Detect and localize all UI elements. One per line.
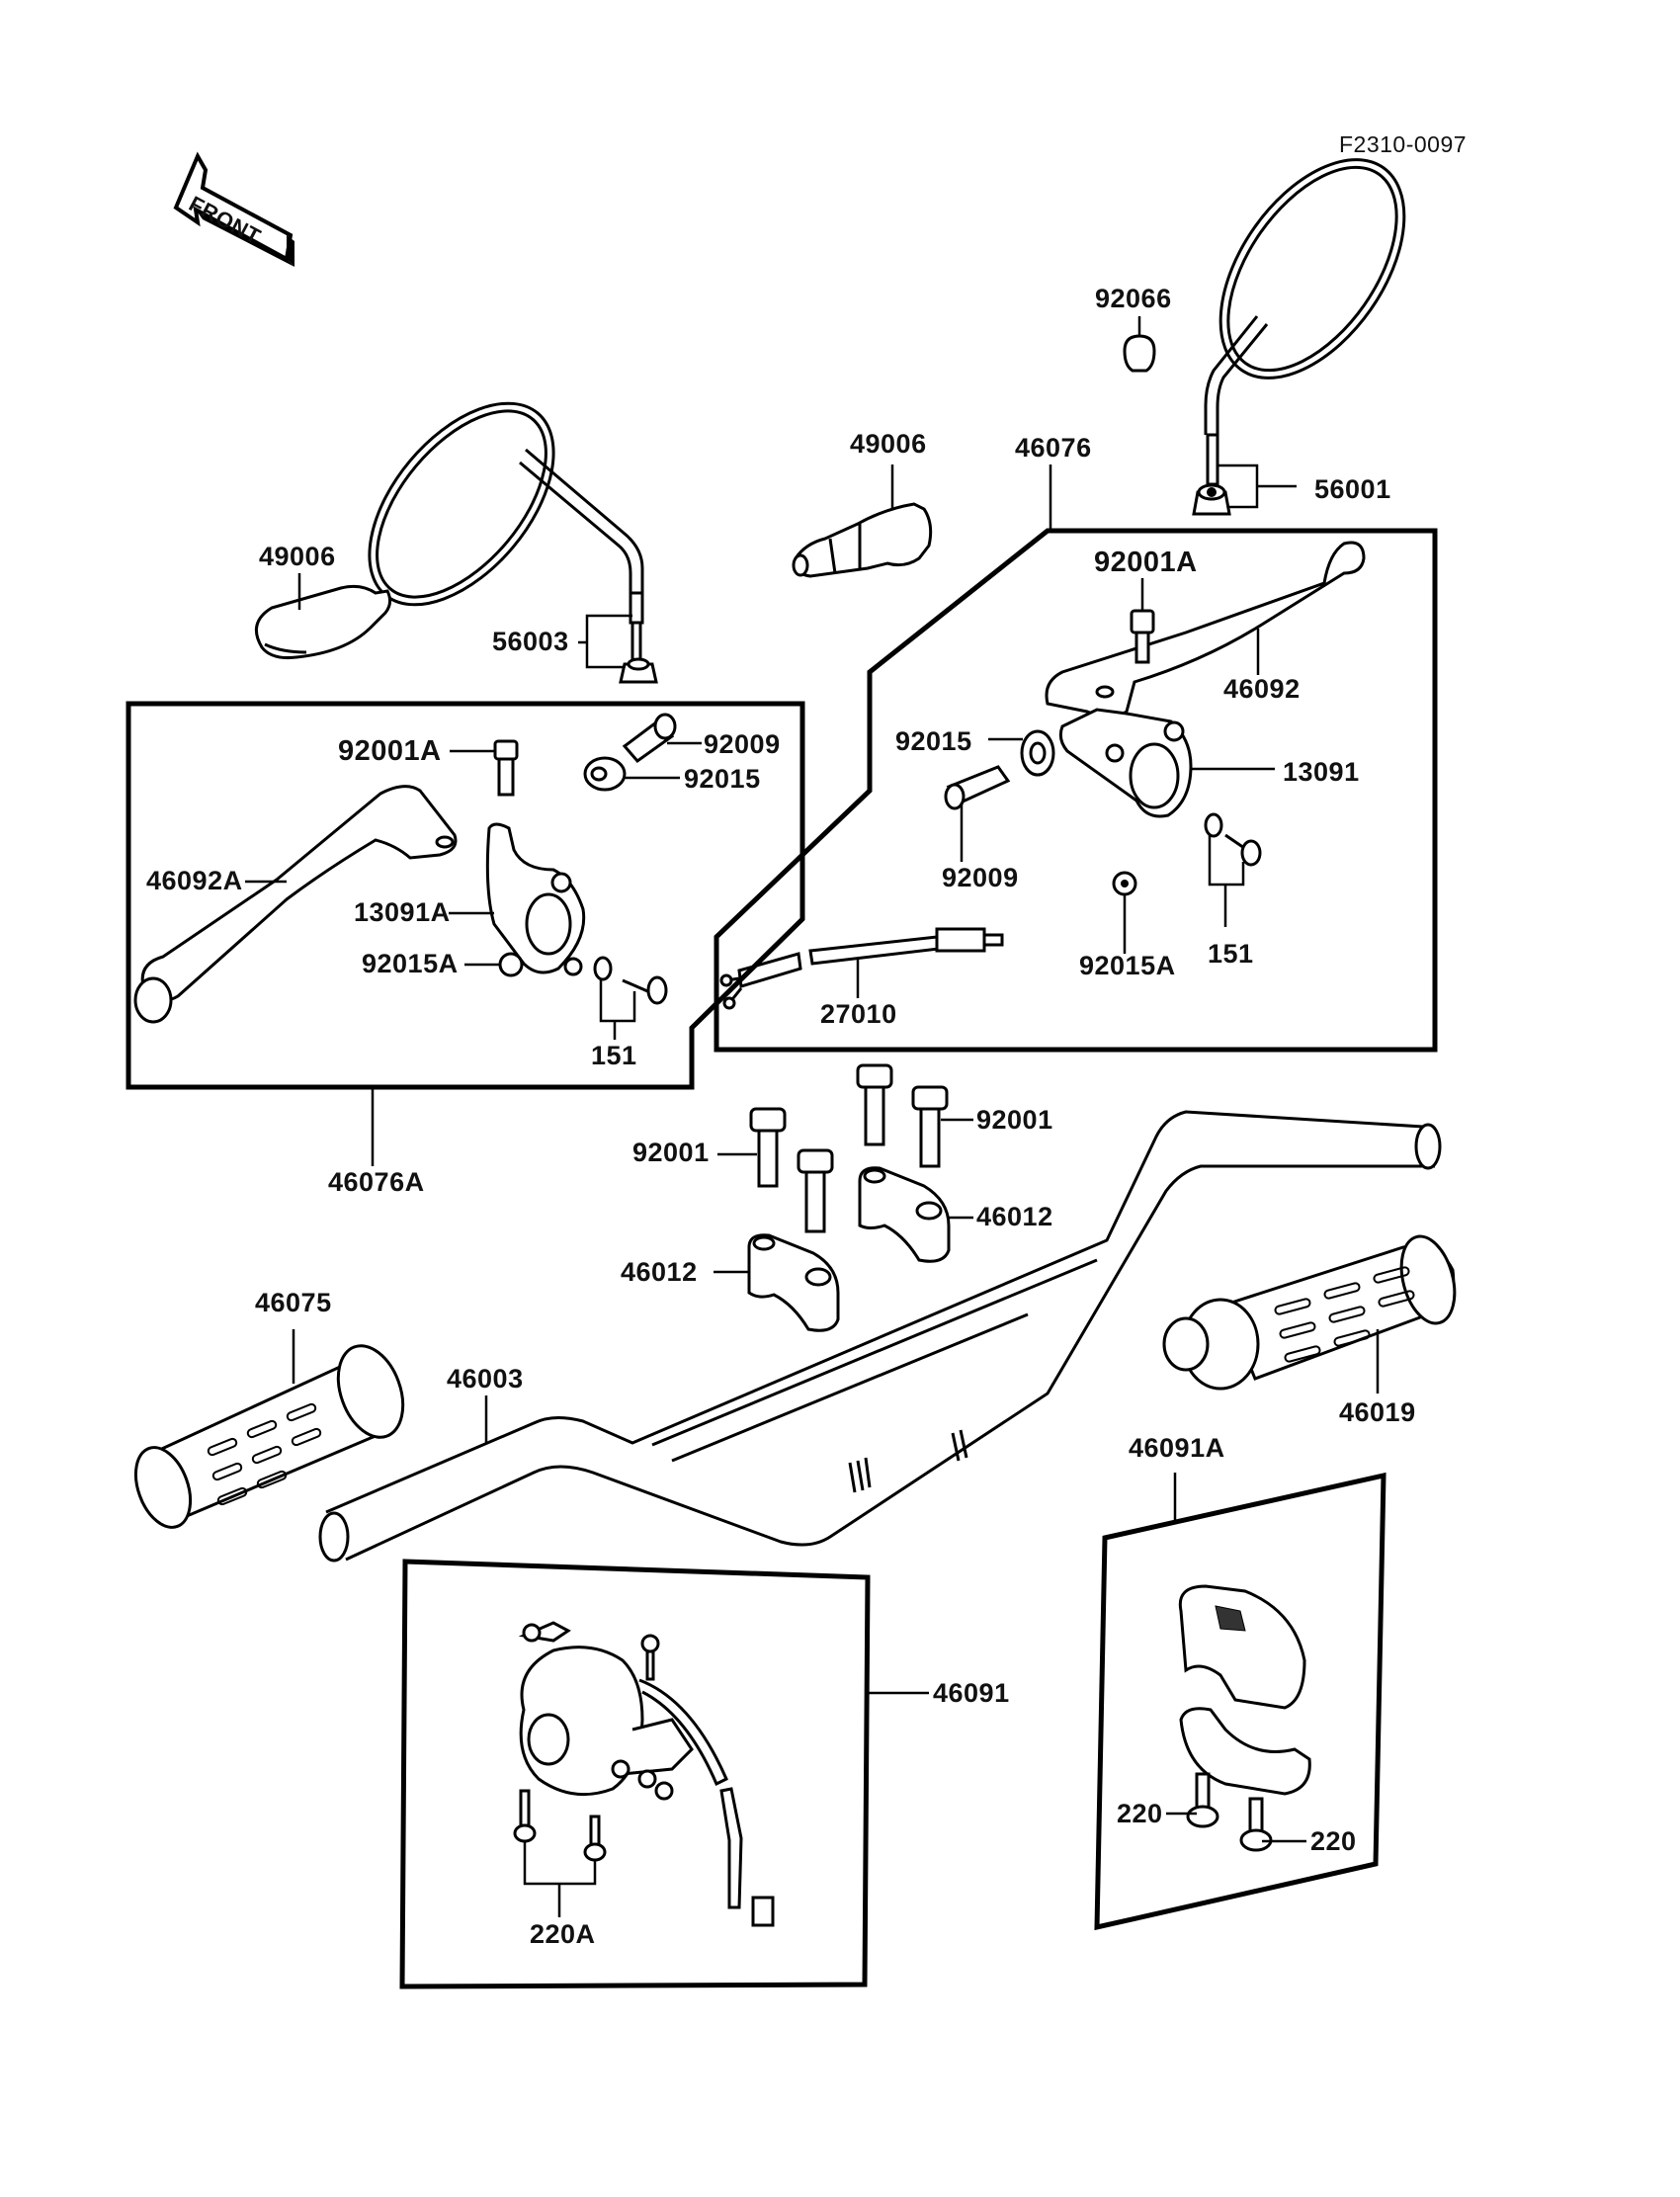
label-56003: 56003 bbox=[492, 627, 569, 656]
label-46076A: 46076A bbox=[328, 1167, 425, 1197]
switch-screw bbox=[1186, 1772, 1219, 1828]
switch-screw bbox=[583, 1815, 607, 1862]
left-mirror bbox=[368, 401, 644, 662]
right-handlebar-switch bbox=[1178, 1584, 1311, 1796]
label-46012-right: 46012 bbox=[976, 1202, 1053, 1231]
label-151-left: 151 bbox=[591, 1041, 637, 1070]
left-switch-assembly-box bbox=[399, 1559, 871, 1989]
label-92015A-right: 92015A bbox=[1079, 951, 1176, 980]
label-92015A-left: 92015A bbox=[362, 949, 459, 978]
label-46092A: 46092A bbox=[146, 866, 243, 895]
label-56001: 56001 bbox=[1314, 474, 1391, 504]
label-46091A: 46091A bbox=[1129, 1433, 1225, 1463]
right-winker-lens bbox=[792, 502, 933, 578]
upper-handlebar-holder bbox=[858, 1166, 951, 1263]
left-adjuster bbox=[622, 713, 677, 764]
left-lever-assembly-box bbox=[126, 701, 805, 1090]
label-46092: 46092 bbox=[1223, 674, 1301, 704]
leader-56003 bbox=[585, 614, 632, 669]
handlebar bbox=[318, 1110, 1442, 1563]
label-49006-left: 49006 bbox=[259, 542, 336, 571]
left-grip bbox=[133, 1344, 405, 1529]
left-handlebar-switch bbox=[518, 1621, 775, 1927]
diagram-ref-code: F2310-0097 bbox=[1339, 131, 1468, 157]
label-92009-left: 92009 bbox=[704, 729, 781, 759]
label-92001A-left: 92001A bbox=[338, 735, 442, 767]
label-46019: 46019 bbox=[1339, 1397, 1416, 1427]
label-92009-right: 92009 bbox=[942, 863, 1019, 892]
front-arrow-icon bbox=[173, 151, 294, 267]
right-brake-lever bbox=[1045, 541, 1366, 718]
left-mirror-nut bbox=[619, 657, 658, 684]
switch-screw bbox=[513, 1789, 537, 1843]
brake-light-switch bbox=[719, 927, 1004, 1010]
leader-151-left bbox=[599, 978, 636, 1040]
label-13091: 13091 bbox=[1283, 757, 1360, 787]
label-92015-left: 92015 bbox=[684, 764, 761, 794]
label-92015-right: 92015 bbox=[895, 726, 972, 756]
right-bolt-washer bbox=[1204, 812, 1262, 867]
leader-220A bbox=[523, 1840, 597, 1917]
throttle-grip bbox=[1162, 1234, 1457, 1391]
label-220A: 220A bbox=[530, 1919, 596, 1949]
holder-bolt bbox=[856, 1063, 893, 1146]
right-switch-assembly-box bbox=[1094, 1472, 1386, 1931]
right-lever-assembly-box bbox=[714, 528, 1438, 1053]
left-nut bbox=[498, 952, 524, 977]
right-mirror bbox=[1204, 158, 1406, 486]
right-mirror-nut bbox=[1192, 483, 1231, 516]
left-locknut bbox=[583, 756, 627, 792]
label-46003: 46003 bbox=[447, 1364, 524, 1394]
upper-handlebar-holder bbox=[747, 1233, 840, 1332]
label-220-left: 220 bbox=[1117, 1799, 1163, 1828]
left-pivot-bolt bbox=[493, 739, 519, 797]
label-151-right: 151 bbox=[1208, 939, 1254, 969]
leader-56001 bbox=[1218, 464, 1297, 509]
right-nut bbox=[1112, 871, 1137, 896]
left-bolt-washer bbox=[593, 956, 668, 1005]
label-92066: 92066 bbox=[1095, 284, 1172, 313]
label-46091: 46091 bbox=[933, 1678, 1010, 1708]
label-13091A: 13091A bbox=[354, 897, 451, 927]
label-49006-right: 49006 bbox=[850, 429, 927, 459]
leader-151-right bbox=[1208, 835, 1245, 927]
label-92001-right: 92001 bbox=[976, 1105, 1053, 1135]
label-220-right: 220 bbox=[1310, 1826, 1357, 1856]
holder-bolt bbox=[911, 1085, 949, 1168]
right-lever-holder bbox=[1058, 708, 1193, 818]
mirror-cap bbox=[1123, 334, 1156, 373]
holder-bolt bbox=[749, 1107, 787, 1188]
left-winker-lens bbox=[254, 584, 392, 659]
label-46012-left: 46012 bbox=[621, 1257, 698, 1287]
label-92001-left: 92001 bbox=[632, 1138, 710, 1167]
label-46076: 46076 bbox=[1015, 433, 1092, 463]
label-46075: 46075 bbox=[255, 1288, 332, 1317]
label-27010: 27010 bbox=[820, 999, 897, 1029]
right-adjuster bbox=[944, 765, 1011, 810]
left-clutch-lever bbox=[133, 785, 458, 1024]
label-92001A-right: 92001A bbox=[1094, 547, 1198, 578]
right-locknut bbox=[1020, 729, 1055, 777]
holder-bolt bbox=[797, 1148, 834, 1233]
left-lever-holder bbox=[485, 822, 586, 976]
